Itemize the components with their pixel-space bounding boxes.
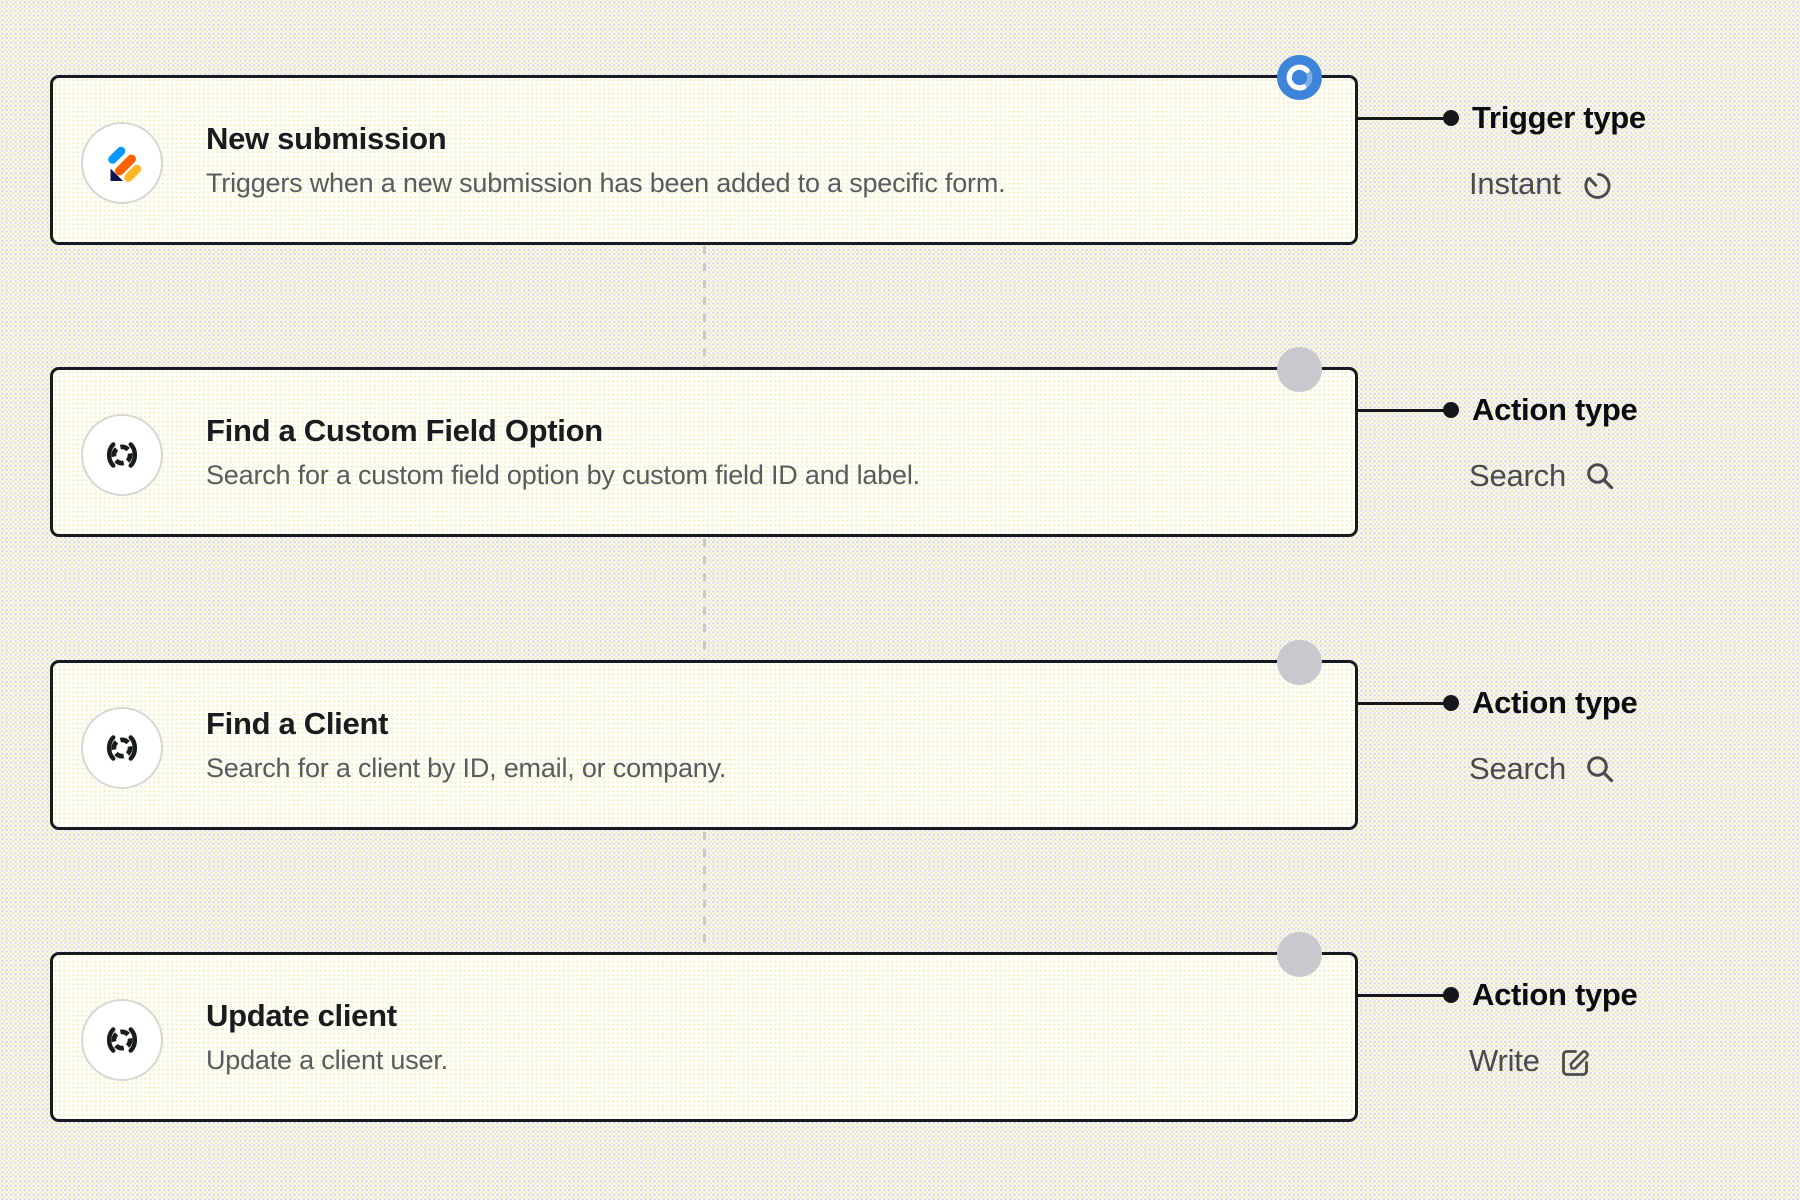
dashed-connector xyxy=(703,832,706,951)
app-icon-circle xyxy=(81,707,163,789)
step-title: Find a Client xyxy=(206,706,389,742)
edit-pencil-icon xyxy=(1561,1050,1589,1076)
step-title: Find a Custom Field Option xyxy=(206,413,603,449)
step-description: Triggers when a new submission has been … xyxy=(206,167,1006,198)
status-dot-icon xyxy=(1277,932,1322,977)
bullet-dot xyxy=(1443,402,1459,418)
step-title: Update client xyxy=(206,998,397,1034)
dashed-connector xyxy=(703,539,706,659)
connector-line xyxy=(1357,116,1445,120)
step-type-value: Search xyxy=(1469,458,1567,493)
connector-line xyxy=(1357,701,1445,705)
workflow-step-card-action-3[interactable]: Update client Update a client user. xyxy=(50,932,1358,1122)
search-icon xyxy=(1587,756,1614,783)
paren-c-logo-icon xyxy=(106,735,138,761)
paren-c-logo-icon xyxy=(106,1027,138,1053)
step-description: Search for a custom field option by cust… xyxy=(206,459,920,490)
step-description: Update a client user. xyxy=(206,1044,448,1075)
step-type-label: Action type xyxy=(1472,392,1638,427)
step-type-label: Action type xyxy=(1472,977,1638,1012)
app-icon-circle xyxy=(81,414,163,496)
status-dot-icon xyxy=(1277,640,1322,685)
paren-c-logo-icon xyxy=(106,442,138,468)
workflow-step-card-trigger[interactable]: New submission Triggers when a new submi… xyxy=(50,55,1358,245)
loading-spinner-icon xyxy=(1277,55,1322,100)
status-dot-icon xyxy=(1277,347,1322,392)
step-type-value: Write xyxy=(1469,1043,1540,1078)
stopwatch-icon xyxy=(1584,172,1611,199)
step-annotation: Action type Search xyxy=(1357,684,1638,787)
app-icon-circle xyxy=(81,122,163,204)
step-annotation: Action type Search xyxy=(1357,391,1638,494)
step-type-label: Action type xyxy=(1472,685,1638,720)
step-type-label: Trigger type xyxy=(1472,100,1646,135)
search-icon xyxy=(1587,463,1614,490)
step-annotation: Action type Write xyxy=(1357,976,1638,1079)
step-description: Search for a client by ID, email, or com… xyxy=(206,752,727,783)
connector-line xyxy=(1357,993,1445,997)
workflow-step-card-action-2[interactable]: Find a Client Search for a client by ID,… xyxy=(50,640,1358,830)
connector-line xyxy=(1357,408,1445,412)
bullet-dot xyxy=(1443,110,1459,126)
step-type-value: Instant xyxy=(1469,166,1561,201)
workflow-step-card-action-1[interactable]: Find a Custom Field Option Search for a … xyxy=(50,347,1358,537)
bullet-dot xyxy=(1443,987,1459,1003)
step-type-value: Search xyxy=(1469,751,1567,786)
bullet-dot xyxy=(1443,695,1459,711)
dashed-connector xyxy=(703,246,706,366)
step-title: New submission xyxy=(206,121,447,157)
step-annotation: Trigger type Instant xyxy=(1357,99,1646,202)
jotform-logo-icon xyxy=(108,146,142,182)
app-icon-circle xyxy=(81,999,163,1081)
